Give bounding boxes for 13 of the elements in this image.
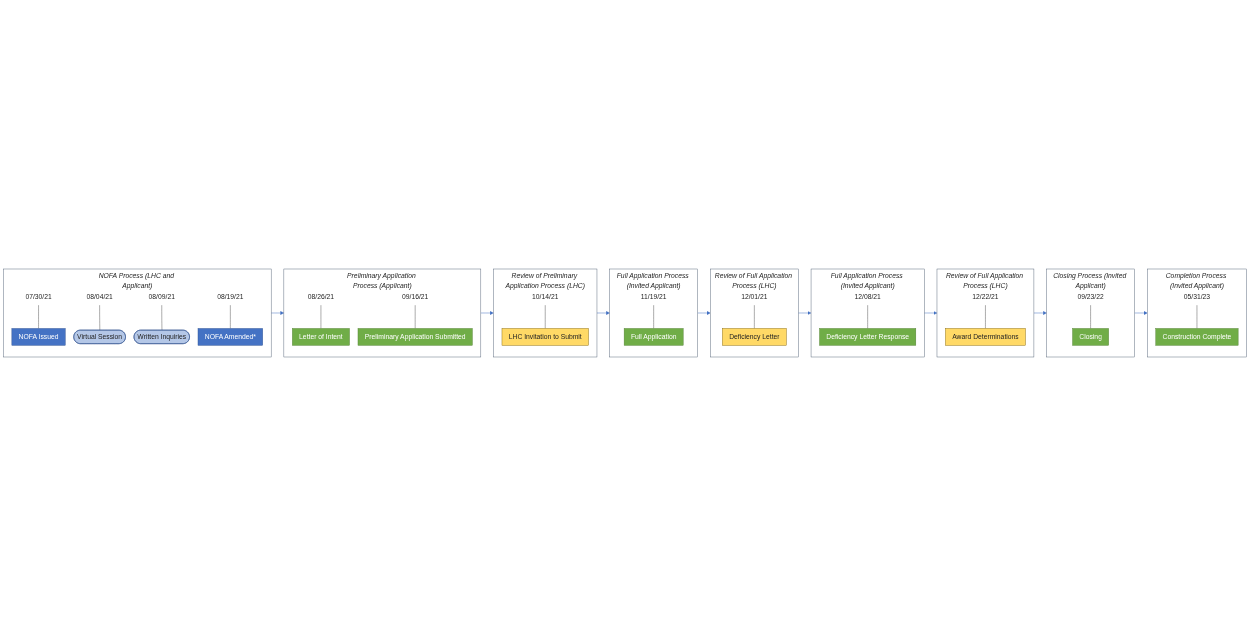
leader-line: [99, 304, 101, 331]
leader-line: [985, 304, 986, 329]
leader-line: [545, 304, 546, 329]
leader-line: [867, 304, 868, 329]
leader-line: [1090, 304, 1091, 329]
leader-line: [414, 304, 416, 329]
leader-line: [754, 304, 755, 329]
leader-line: [230, 304, 231, 329]
leader-line: [320, 304, 322, 329]
leader-line: [38, 304, 39, 329]
leader-line: [653, 304, 654, 329]
leader-line: [1196, 304, 1198, 329]
leader-line: [161, 304, 163, 331]
